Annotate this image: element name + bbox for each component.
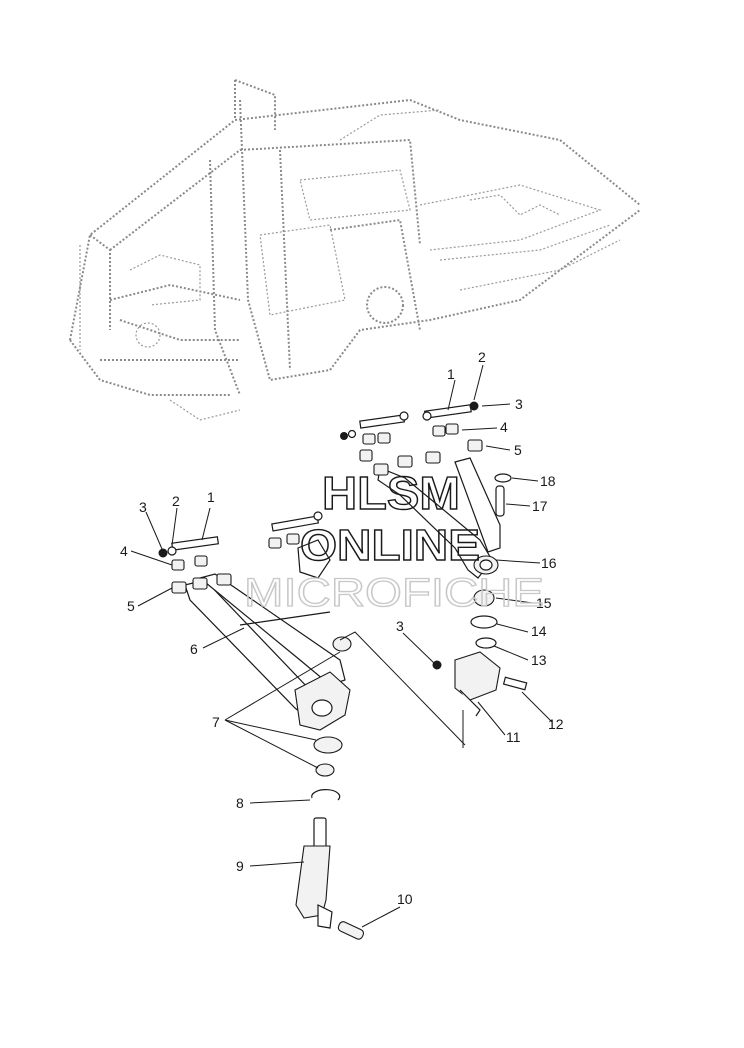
leader-lines — [130, 364, 553, 928]
callout-1-upper: 1 — [447, 366, 455, 382]
watermark-line-1: HLSM — [322, 467, 460, 519]
chassis-frame-ghost — [69, 79, 641, 421]
callout-8: 8 — [236, 795, 244, 811]
callout-labels: 1 2 3 4 5 18 17 16 15 14 13 12 11 3 1 2 … — [120, 349, 564, 907]
callout-3-upper: 3 — [515, 396, 523, 412]
lower-left-a-arm — [184, 573, 351, 731]
upper-right-hardware — [340, 401, 512, 517]
callout-18: 18 — [540, 473, 556, 489]
callout-1-lower: 1 — [207, 489, 215, 505]
callout-4-upper: 4 — [500, 419, 508, 435]
watermark-line-3: MICROFICHE — [244, 571, 544, 615]
callout-11: 11 — [506, 729, 521, 745]
callout-17: 17 — [532, 498, 548, 514]
assembly-connector-line — [339, 631, 466, 746]
watermark-line-2: ONLINE — [300, 521, 480, 570]
watermark: HLSM ONLINE MICROFICHE — [243, 466, 544, 615]
callout-3-lower: 3 — [139, 499, 147, 515]
callout-2-upper: 2 — [478, 349, 486, 365]
callout-6: 6 — [190, 641, 198, 657]
steering-knuckle-right — [432, 589, 528, 717]
callout-5-upper: 5 — [514, 442, 522, 458]
lower-left-hardware — [158, 511, 331, 594]
upper-right-a-arm — [377, 457, 501, 579]
callout-10: 10 — [397, 891, 413, 907]
callout-13: 13 — [531, 652, 547, 668]
callout-4-lower: 4 — [120, 543, 128, 559]
callout-7: 7 — [212, 714, 220, 730]
callout-12: 12 — [548, 716, 564, 732]
callout-16: 16 — [541, 555, 557, 571]
ball-joint-and-spindle — [295, 636, 365, 940]
callout-3-knuckle: 3 — [396, 618, 404, 634]
callout-5-lower: 5 — [127, 598, 135, 614]
callout-9: 9 — [236, 858, 244, 874]
callout-14: 14 — [531, 623, 547, 639]
callout-2-lower: 2 — [172, 493, 180, 509]
callout-15: 15 — [536, 595, 552, 611]
